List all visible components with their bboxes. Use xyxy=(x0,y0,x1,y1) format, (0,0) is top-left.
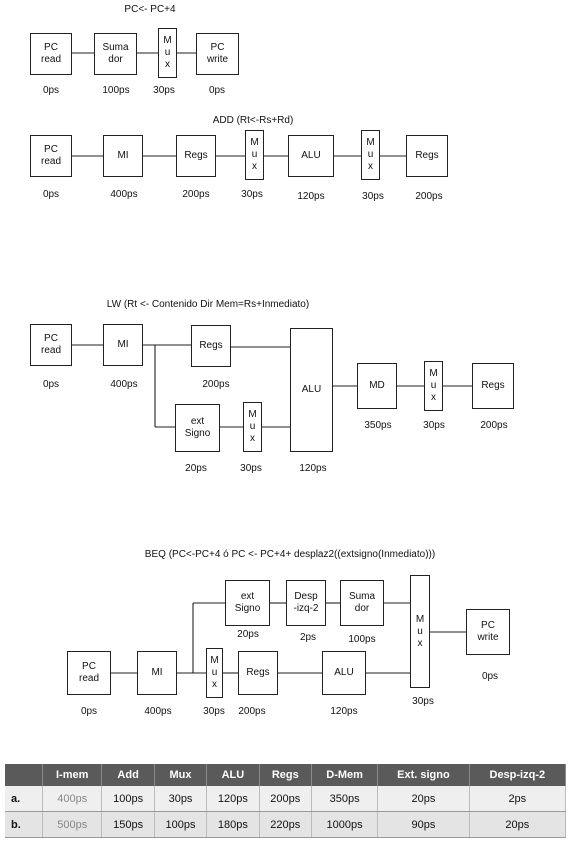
column-header: Ext. signo xyxy=(377,764,470,786)
alu-block: ALU xyxy=(322,651,366,695)
pc-read-block: PC read xyxy=(67,651,111,695)
table-cell: 30ps xyxy=(154,786,208,812)
table-cell: 20ps xyxy=(469,811,567,838)
latency-label: 0ps xyxy=(80,706,98,717)
column-header: Desp-izq-2 xyxy=(469,764,567,786)
latency-label: 200ps xyxy=(182,189,210,200)
table-cell: 120ps xyxy=(206,786,260,812)
latency-label: 400ps xyxy=(144,706,172,717)
latency-label: 100ps xyxy=(348,634,376,645)
table-row: a. 400ps 100ps 30ps 120ps 200ps 350ps 20… xyxy=(5,786,567,812)
pc-write-block: PC write xyxy=(466,609,510,655)
mi-block: MI xyxy=(103,135,143,177)
mux-block: M u x xyxy=(361,130,380,180)
datapath-diagram: PC<- PC+4 ADD (Rt<-Rs+Rd) LW (Rt <- Cont… xyxy=(30,4,514,717)
latency-label: 30ps xyxy=(153,85,175,96)
md-block: MD xyxy=(357,363,397,409)
latency-label: 30ps xyxy=(412,696,434,707)
regs-block: Regs xyxy=(238,651,278,695)
table-cell: 100ps xyxy=(101,786,155,812)
mux-block: M u x xyxy=(206,648,223,698)
section-title-lw: LW (Rt <- Contenido Dir Mem=Rs+Inmediato… xyxy=(106,299,310,310)
regs-block: Regs xyxy=(472,363,514,409)
latency-label: 20ps xyxy=(185,463,207,474)
table-cell: 100ps xyxy=(154,811,208,838)
table-row: b. 500ps 150ps 100ps 180ps 220ps 1000ps … xyxy=(5,811,567,838)
latency-label: 0ps xyxy=(208,85,226,96)
sumador-block: Suma dor xyxy=(94,33,137,75)
ext-signo-block: ext Signo xyxy=(175,404,220,452)
mi-block: MI xyxy=(137,651,177,695)
row-label: b. xyxy=(5,811,43,838)
mux-block: M u x xyxy=(245,130,264,180)
mux-block: M u x xyxy=(243,402,262,452)
latency-label: 30ps xyxy=(423,420,445,431)
column-header: I-mem xyxy=(42,764,103,786)
row-label: a. xyxy=(5,786,43,812)
table-cell: 1000ps xyxy=(311,811,379,838)
table-cell: 400ps xyxy=(42,786,103,812)
latency-label: 200ps xyxy=(415,191,443,202)
alu-block: ALU xyxy=(290,328,333,452)
latency-label: 350ps xyxy=(364,420,392,431)
column-header: Mux xyxy=(154,764,208,786)
latency-table: I-mem Add Mux ALU Regs D-Mem Ext. signo … xyxy=(5,764,567,838)
mux-block: M u x xyxy=(424,361,443,411)
latency-label: 0ps xyxy=(42,379,60,390)
latency-label: 0ps xyxy=(42,85,60,96)
table-cell: 2ps xyxy=(469,786,567,812)
desp-izq-2-block: Desp -izq-2 xyxy=(286,580,326,626)
latency-label: 400ps xyxy=(110,189,138,200)
latency-label: 30ps xyxy=(362,191,384,202)
column-header: Regs xyxy=(259,764,312,786)
mux-block: M u x xyxy=(410,575,430,688)
latency-label: 30ps xyxy=(241,189,263,200)
table-cell: 90ps xyxy=(377,811,470,838)
pc-read-block: PC read xyxy=(30,33,72,75)
mi-block: MI xyxy=(103,324,143,366)
table-cell: 20ps xyxy=(377,786,470,812)
latency-label: 200ps xyxy=(202,379,230,390)
latency-label: 0ps xyxy=(481,671,499,682)
sumador-block: Suma dor xyxy=(340,580,384,626)
latency-label: 120ps xyxy=(297,191,325,202)
table-cell: 200ps xyxy=(259,786,312,812)
column-header: D-Mem xyxy=(311,764,379,786)
table-cell: 350ps xyxy=(311,786,379,812)
latency-label: 20ps xyxy=(237,629,259,640)
section-title-add: ADD (Rt<-Rs+Rd) xyxy=(212,115,294,126)
alu-block: ALU xyxy=(288,135,334,177)
pc-read-block: PC read xyxy=(30,324,72,366)
latency-label: 120ps xyxy=(299,463,327,474)
wires xyxy=(72,52,472,674)
latency-label: 2ps xyxy=(299,632,317,643)
latency-label: 400ps xyxy=(110,379,138,390)
column-header: ALU xyxy=(206,764,260,786)
table-header-row: I-mem Add Mux ALU Regs D-Mem Ext. signo … xyxy=(5,764,567,786)
section-title-pc: PC<- PC+4 xyxy=(124,4,176,15)
table-cell: 150ps xyxy=(101,811,155,838)
pc-read-block: PC read xyxy=(30,135,72,177)
latency-label: 30ps xyxy=(240,463,262,474)
latency-label: 0ps xyxy=(42,189,60,200)
section-title-beq: BEQ (PC<-PC+4 ó PC <- PC+4+ desplaz2((ex… xyxy=(144,549,436,560)
table-cell: 220ps xyxy=(259,811,312,838)
pc-write-block: PC write xyxy=(196,33,239,75)
mux-block: M u x xyxy=(158,28,177,78)
latency-label: 120ps xyxy=(330,706,358,717)
latency-label: 200ps xyxy=(238,706,266,717)
column-header: Add xyxy=(101,764,155,786)
latency-label: 30ps xyxy=(203,706,225,717)
latency-label: 200ps xyxy=(480,420,508,431)
regs-block: Regs xyxy=(176,135,216,177)
ext-signo-block: ext Signo xyxy=(225,580,270,626)
regs-block: Regs xyxy=(406,135,448,177)
table-cell: 500ps xyxy=(42,811,103,838)
regs-block: Regs xyxy=(191,325,231,367)
column-header xyxy=(5,764,43,786)
table-cell: 180ps xyxy=(206,811,260,838)
latency-label: 100ps xyxy=(102,85,130,96)
